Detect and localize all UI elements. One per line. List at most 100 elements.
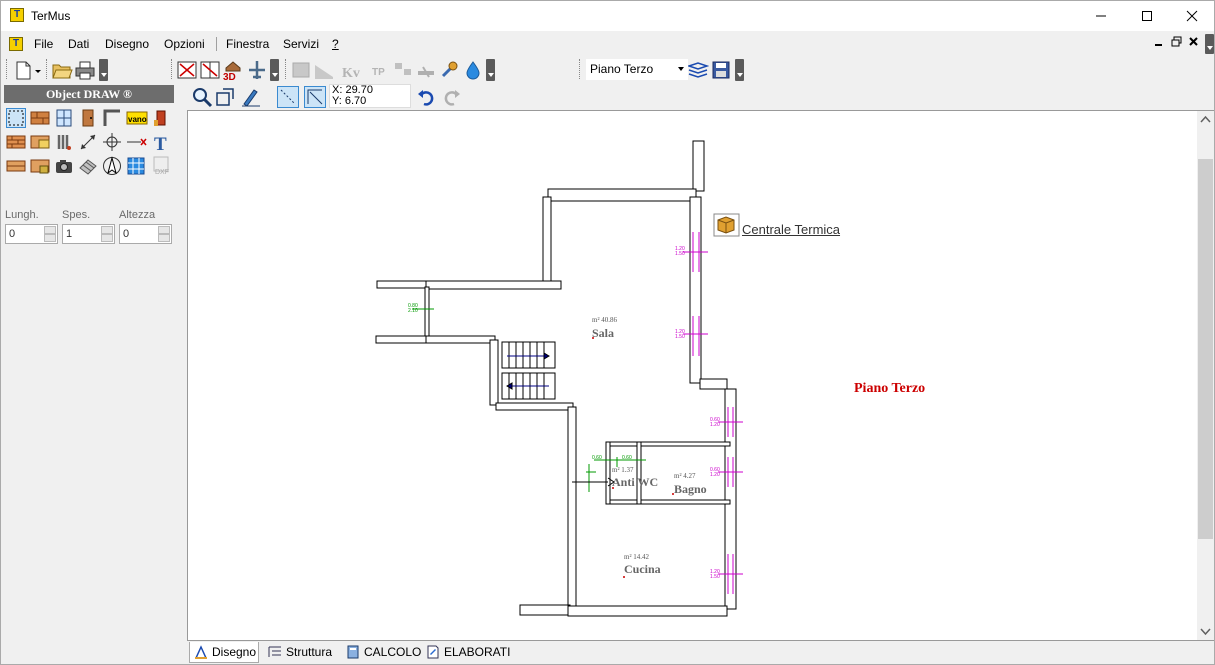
crosshair-icon[interactable] <box>102 132 122 152</box>
close-button[interactable] <box>1169 1 1215 31</box>
delete-room-icon[interactable] <box>199 59 221 81</box>
length-input[interactable]: 0 <box>5 224 58 244</box>
dimension-line-icon[interactable] <box>78 132 98 152</box>
svg-text:1.20: 1.20 <box>675 246 685 252</box>
toolbar-grip[interactable] <box>579 59 582 79</box>
title-bar: T TerMus <box>1 1 1214 31</box>
radiator-tool-icon[interactable] <box>54 132 74 152</box>
menu-finestra[interactable]: Finestra <box>226 37 270 51</box>
menu-disegno[interactable]: Disegno <box>105 37 150 51</box>
menu-opzioni[interactable]: Opzioni <box>164 37 205 51</box>
toolbar-grip[interactable] <box>285 59 288 79</box>
north-arrow-icon[interactable] <box>102 156 122 176</box>
room-area-bagno: m² 4.27 <box>674 472 696 480</box>
snap-diagonal-icon[interactable] <box>277 86 299 108</box>
redo-icon <box>441 86 463 108</box>
svg-text:0.60: 0.60 <box>710 467 720 473</box>
tp-grid-icon <box>392 59 414 81</box>
toolbar-overflow-button[interactable] <box>99 59 108 81</box>
mdi-restore-button[interactable] <box>1171 36 1183 51</box>
menu-overflow-button[interactable] <box>1205 34 1214 54</box>
centrale-termica-link[interactable]: Centrale Termica <box>742 222 841 237</box>
scroll-down-icon[interactable] <box>1197 623 1214 640</box>
scroll-up-icon[interactable] <box>1197 111 1214 128</box>
tab-disegno[interactable]: Disegno <box>189 642 259 663</box>
delete-wall-icon[interactable] <box>176 59 198 81</box>
room-area-sala: m² 40.86 <box>592 316 618 324</box>
floor-select[interactable]: Piano Terzo <box>586 59 688 80</box>
save-floor-icon[interactable] <box>710 59 732 81</box>
zoom-icon[interactable] <box>191 86 213 108</box>
grid-tool-icon[interactable] <box>126 156 146 176</box>
room-markers <box>592 337 674 578</box>
print-icon[interactable] <box>74 59 96 81</box>
window-tool-icon[interactable] <box>54 108 74 128</box>
spin-down-icon[interactable] <box>101 234 113 242</box>
insulated-wall-icon[interactable] <box>30 132 50 152</box>
toolbar-overflow-button[interactable] <box>270 59 279 81</box>
tab-calcolo[interactable]: CALCOLO <box>342 642 422 663</box>
text-tool-icon[interactable]: T <box>151 132 171 155</box>
open-folder-icon[interactable] <box>51 59 73 81</box>
drawing-toolbar <box>187 83 1214 110</box>
undo-icon[interactable] <box>415 86 437 108</box>
toolbar-grip[interactable] <box>46 59 49 79</box>
stairs-tool-icon[interactable] <box>78 156 98 176</box>
scroll-thumb[interactable] <box>1198 159 1213 539</box>
height-input[interactable]: 0 <box>119 224 172 244</box>
3d-view-icon[interactable]: 3D <box>222 59 244 83</box>
menu-file[interactable]: File <box>34 37 54 51</box>
select-tool-icon[interactable] <box>6 108 26 128</box>
mdi-minimize-button[interactable] <box>1154 36 1164 51</box>
maximize-button[interactable] <box>1124 1 1170 31</box>
thickness-input[interactable]: 1 <box>62 224 115 244</box>
wall-tool-icon[interactable] <box>30 108 50 128</box>
brick-wall-icon[interactable] <box>6 132 26 152</box>
toolbar-grip[interactable] <box>171 59 174 79</box>
floor-slab-icon[interactable] <box>6 156 26 176</box>
coord-x: X: 29.70 <box>332 84 373 96</box>
floors-layers-icon[interactable] <box>686 59 710 81</box>
corner-tool-icon[interactable] <box>102 108 122 128</box>
tab-elaborati[interactable]: ELABORATI <box>422 642 511 663</box>
wall-lock-icon[interactable] <box>30 156 50 176</box>
document-icon[interactable]: T <box>9 37 23 51</box>
draw-pencil-icon[interactable] <box>240 86 262 108</box>
new-file-icon[interactable] <box>13 59 41 81</box>
room-name-sala: Sala <box>592 326 615 340</box>
water-drop-icon[interactable] <box>462 59 484 81</box>
door-tool-icon[interactable] <box>78 108 98 128</box>
wrench-icon[interactable] <box>438 59 460 81</box>
toolbar-overflow-button[interactable] <box>486 59 495 81</box>
menu-dati[interactable]: Dati <box>68 37 90 51</box>
spin-down-icon[interactable] <box>158 234 170 242</box>
dxf-import-icon: DXF <box>151 156 171 176</box>
svg-text:TP: TP <box>372 67 385 78</box>
toolbar-overflow-button[interactable] <box>735 59 744 81</box>
thermal-bridge-icon[interactable] <box>126 132 147 152</box>
spin-down-icon[interactable] <box>44 234 56 242</box>
zoom-window-icon[interactable] <box>214 86 236 108</box>
tree-list-icon <box>268 646 281 657</box>
snap-corner-icon[interactable] <box>304 86 326 108</box>
object-draw-panel: Object DRAW ® vano <box>4 85 174 645</box>
tab-struttura[interactable]: Struttura <box>264 642 338 663</box>
door-arrow-icon <box>607 477 615 487</box>
boiler-tool-icon[interactable] <box>151 108 171 128</box>
spin-up-icon[interactable] <box>101 226 113 234</box>
minimize-button[interactable] <box>1078 1 1124 31</box>
svg-text:Kv: Kv <box>342 66 360 81</box>
spin-up-icon[interactable] <box>158 226 170 234</box>
mdi-close-button[interactable] <box>1189 36 1199 51</box>
tab-label: ELABORATI <box>444 645 511 659</box>
toolbar-grip[interactable] <box>6 59 9 79</box>
svg-text:DXF: DXF <box>155 169 169 176</box>
vano-tool-icon[interactable]: vano <box>126 108 148 128</box>
menu-help[interactable]: ? <box>332 37 339 51</box>
spin-up-icon[interactable] <box>44 226 56 234</box>
camera-icon[interactable] <box>54 156 74 176</box>
airplane-icon[interactable] <box>246 59 268 81</box>
menu-servizi[interactable]: Servizi <box>283 37 320 51</box>
tab-label: CALCOLO <box>364 645 422 659</box>
